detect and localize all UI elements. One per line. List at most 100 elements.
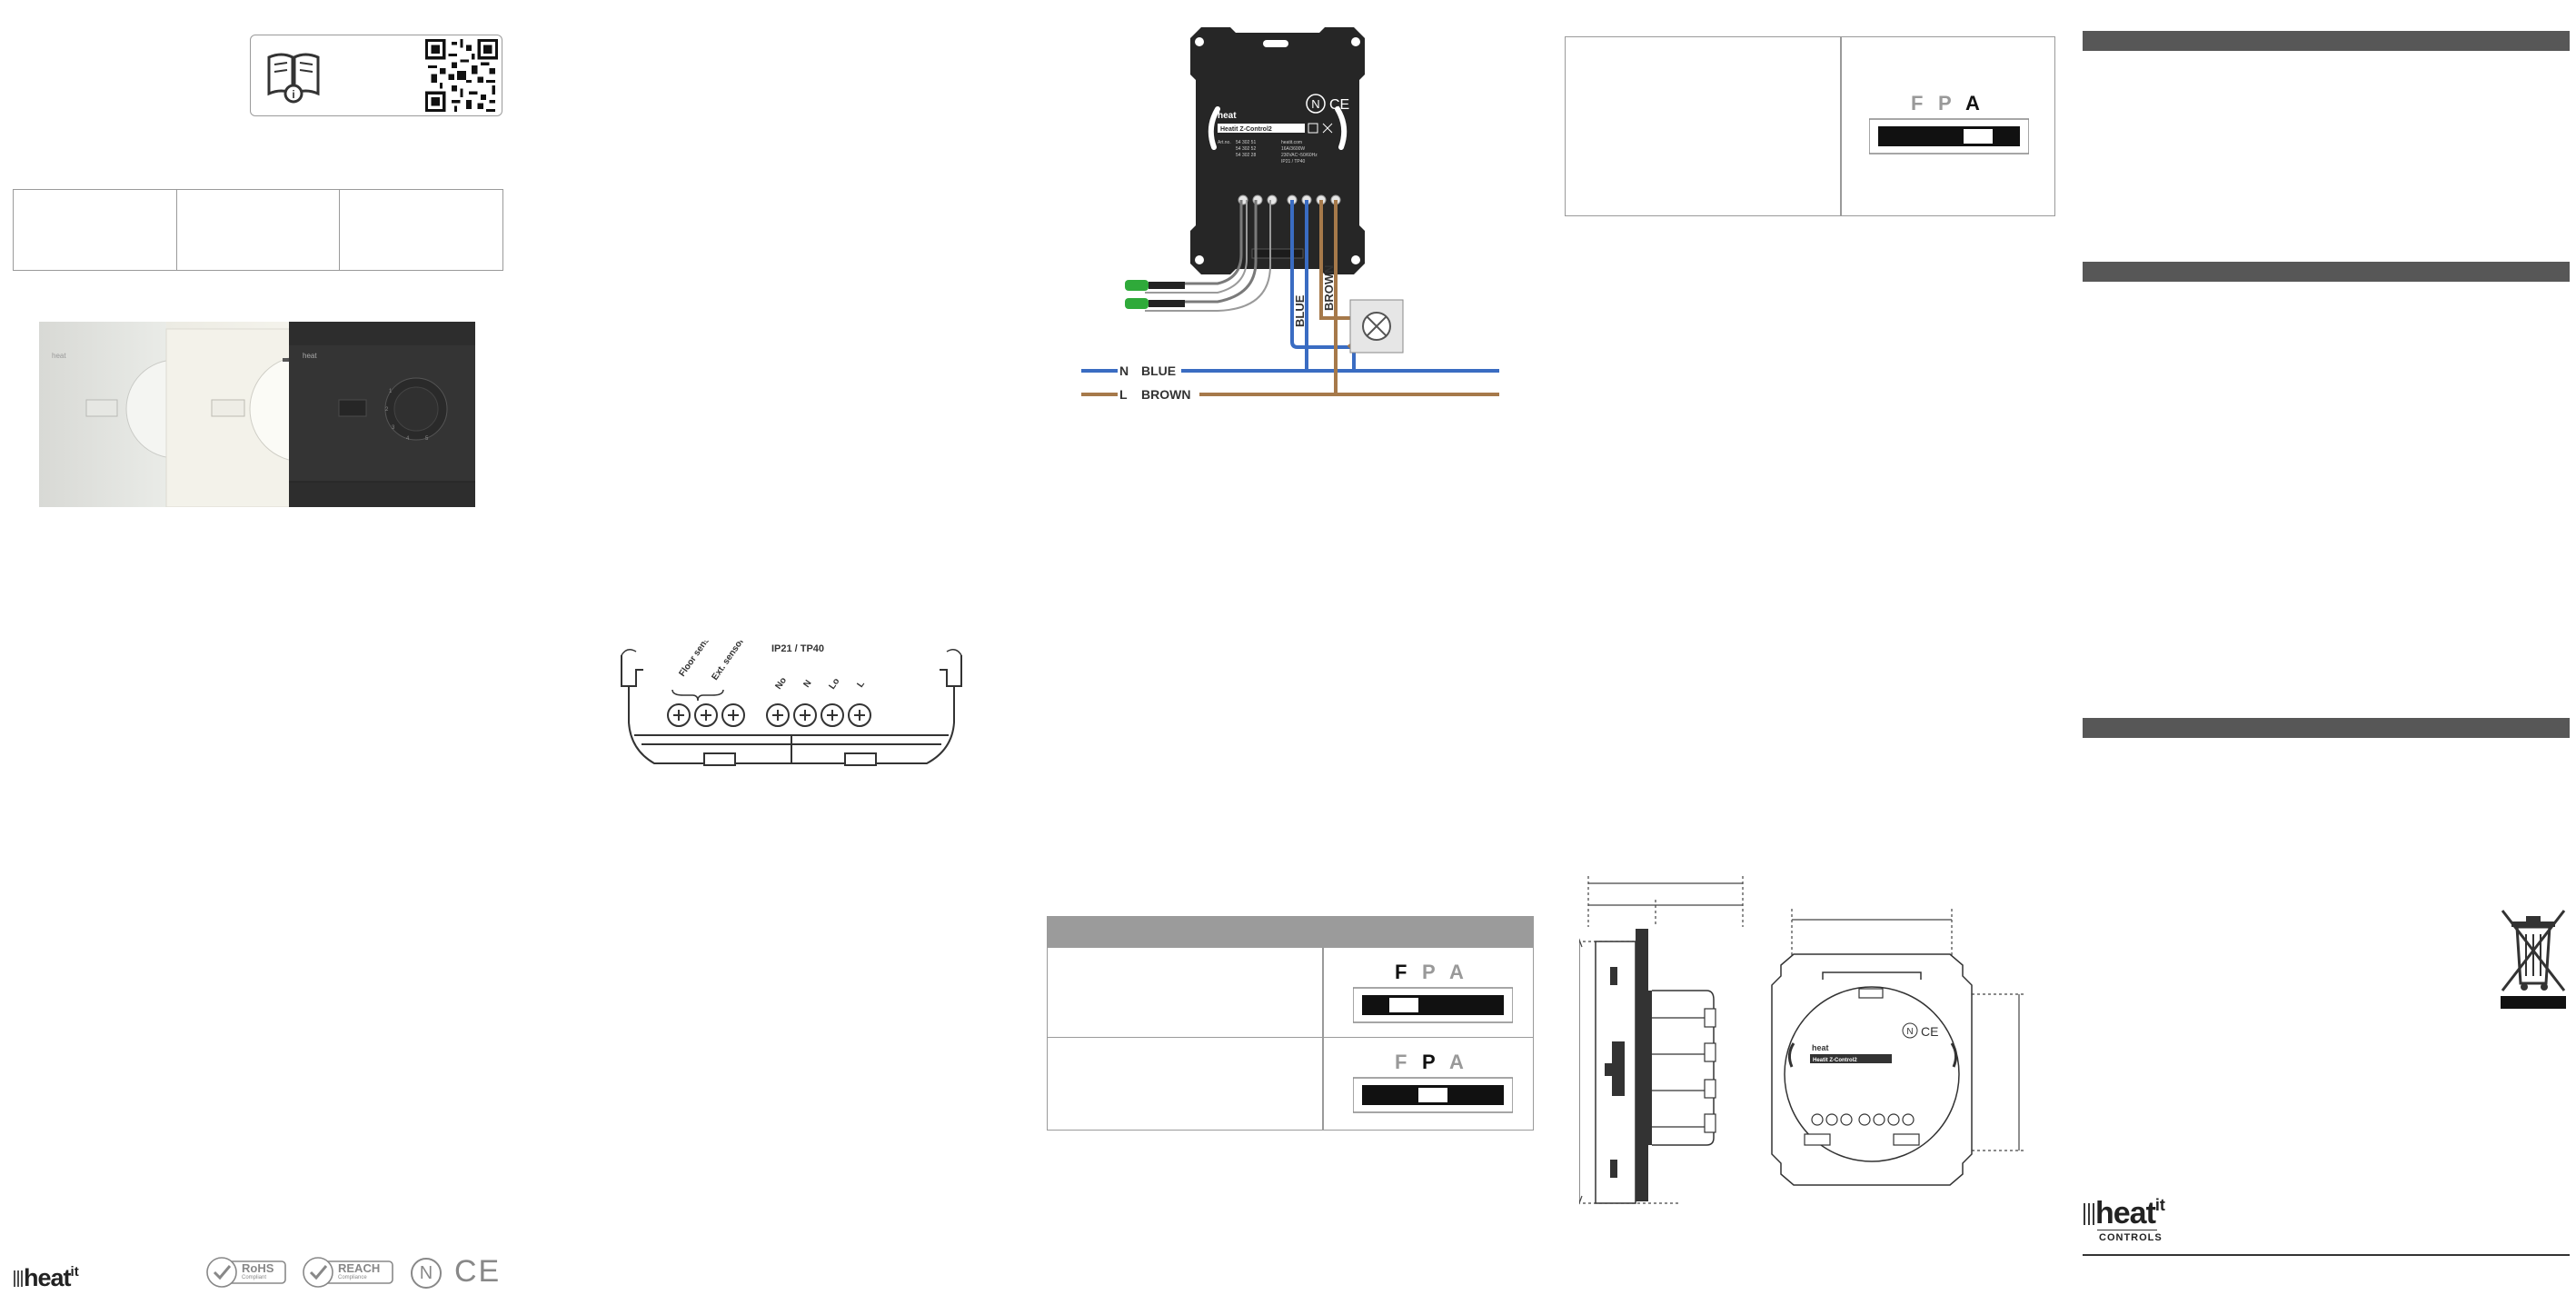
brand-sub: CONTROLS bbox=[2099, 1232, 2163, 1243]
mode-letter-a: A bbox=[1965, 92, 1980, 115]
mode-switch-p: F P A bbox=[1353, 1051, 1513, 1113]
ce-mark: CE bbox=[1329, 97, 1349, 113]
cover-panel: i bbox=[0, 0, 509, 1305]
mode-table-header bbox=[1048, 917, 1533, 948]
brand-suffix: it bbox=[70, 1264, 79, 1280]
mode-letter-p: P bbox=[1422, 1051, 1436, 1073]
terminal-label-n: N bbox=[801, 678, 813, 689]
mode-letter-a: A bbox=[1449, 961, 1464, 983]
terminal-label-ext-sensor: Ext. sensor bbox=[710, 641, 746, 682]
brand-logo: heat it bbox=[13, 1261, 79, 1291]
svg-text:5: 5 bbox=[425, 436, 429, 442]
device-rating2: 230VAC~50/60Hz bbox=[1281, 153, 1318, 158]
terminal-label-lo: Lo bbox=[827, 676, 841, 691]
wire-l-label: BROWN bbox=[1141, 387, 1190, 402]
section-bar-2 bbox=[2083, 262, 2570, 282]
mode-switch-a: F P A bbox=[1869, 92, 2029, 154]
ce-mark: CE bbox=[454, 1254, 502, 1289]
device-brand: heat bbox=[1218, 111, 1237, 121]
reach-sub: Compliance bbox=[338, 1275, 367, 1280]
rohs-badge: RoHS Compliant bbox=[205, 1256, 289, 1289]
device-site: heatit.com bbox=[1281, 140, 1302, 145]
load-lamp-box bbox=[1349, 299, 1404, 354]
weee-bin-icon bbox=[2501, 910, 2566, 1009]
manual-qr-box: i bbox=[250, 35, 502, 116]
svg-text:2: 2 bbox=[385, 407, 389, 413]
mode-letter-f: F bbox=[1395, 1051, 1407, 1073]
info-table bbox=[13, 189, 503, 271]
mode-letter-a: A bbox=[1449, 1051, 1464, 1073]
mode-letter-f: F bbox=[1395, 961, 1407, 983]
mode-switch-knob bbox=[1418, 1088, 1447, 1102]
brand-name: heat bbox=[2095, 1196, 2156, 1230]
dimensions-panel: F P A bbox=[1554, 0, 2063, 1305]
wiring-diagram: heat Heatit Z-Control2 Art.no. 54 302 51… bbox=[1081, 27, 1499, 402]
drawing-model: Heatit Z-Control2 bbox=[1813, 1058, 1857, 1063]
device-ip: IP21 / TP40 bbox=[1281, 159, 1306, 164]
mode-letter-f: F bbox=[1911, 92, 1923, 115]
mode-letter-p: P bbox=[1422, 961, 1436, 983]
product-photo: heat heat 1 2 3 4 5 bbox=[39, 322, 475, 507]
brand-hatch-icon bbox=[14, 1270, 23, 1287]
section-bar-3 bbox=[2083, 718, 2570, 738]
info-cell bbox=[14, 190, 177, 270]
svg-text:1: 1 bbox=[389, 389, 393, 394]
manual-book-icon: i bbox=[267, 53, 320, 104]
wire-n-letter: N bbox=[1119, 364, 1129, 378]
device-art-number: 54 302 28 bbox=[1236, 153, 1256, 158]
device-body bbox=[1190, 27, 1365, 274]
info-cell bbox=[340, 190, 502, 270]
device-model: Heatit Z-Control2 bbox=[1220, 126, 1272, 133]
rohs-sub: Compliant bbox=[242, 1275, 267, 1280]
wire-l-letter: L bbox=[1119, 387, 1128, 402]
svg-text:N: N bbox=[1311, 97, 1319, 111]
footer-rule bbox=[2083, 1254, 2570, 1256]
brand-name: heat bbox=[24, 1264, 72, 1291]
svg-text:heat: heat bbox=[303, 352, 317, 360]
floor-sensor-probe bbox=[1125, 280, 1149, 291]
device-art-label: Art.no. bbox=[1218, 140, 1231, 145]
mode-switch-f: F P A bbox=[1353, 961, 1513, 1023]
svg-text:N: N bbox=[1906, 1027, 1913, 1037]
mode-table-row: F P A bbox=[1048, 948, 1533, 1038]
mode-switch-knob bbox=[1964, 129, 1993, 144]
svg-text:i: i bbox=[292, 88, 294, 101]
back-brand-logo: heat it CONTROLS bbox=[2083, 1196, 2192, 1247]
section-bar-1 bbox=[2083, 31, 2570, 51]
brand-hatch-icon bbox=[2084, 1203, 2094, 1225]
wire-n-label: BLUE bbox=[1141, 364, 1176, 378]
nemko-mark: N bbox=[411, 1258, 442, 1289]
mode-table: F P A F P A bbox=[1047, 916, 1534, 1131]
terminal-label-l: L bbox=[855, 679, 867, 689]
mode-table-row: F P A bbox=[1048, 1038, 1533, 1130]
svg-text:3: 3 bbox=[392, 425, 395, 431]
vertical-brown-label: BROWN bbox=[1322, 264, 1336, 311]
mode-letter-p: P bbox=[1938, 92, 1952, 115]
nemko-mark bbox=[1306, 94, 1326, 114]
mode-a-table: F P A bbox=[1565, 36, 2055, 216]
reach-badge: REACH Compliance bbox=[302, 1256, 396, 1289]
terminal-diagram: IP21 / TP40 Floor sensor Ext. sensor No … bbox=[621, 641, 962, 766]
ext-sensor-probe bbox=[1125, 298, 1149, 309]
device-rating1: 16A/3600W bbox=[1281, 146, 1305, 152]
terminal-label-floor-sensor: Floor sensor bbox=[677, 641, 717, 679]
qr-code bbox=[425, 39, 498, 112]
terminal-label-no: No bbox=[773, 675, 789, 691]
thermostat-brand: heat bbox=[52, 352, 66, 360]
back-panel: heat it CONTROLS bbox=[2072, 0, 2576, 1305]
terminal-panel: IP21 / TP40 Floor sensor Ext. sensor No … bbox=[582, 0, 1009, 1305]
mode-switch-knob bbox=[1389, 998, 1418, 1012]
reach-title: REACH bbox=[338, 1261, 381, 1275]
rohs-title: RoHS bbox=[242, 1261, 274, 1275]
drawing-brand: heat bbox=[1812, 1043, 1829, 1052]
brand-suffix: it bbox=[2154, 1196, 2165, 1214]
device-art-number: 54 302 51 bbox=[1236, 140, 1256, 145]
wiring-panel: heat Heatit Z-Control2 Art.no. 54 302 51… bbox=[1027, 0, 1554, 1305]
svg-text:4: 4 bbox=[406, 436, 410, 442]
info-cell bbox=[177, 190, 341, 270]
svg-text:CE: CE bbox=[1921, 1024, 1938, 1039]
terminal-top-label: IP21 / TP40 bbox=[771, 643, 824, 654]
device-art-number: 54 302 52 bbox=[1236, 146, 1256, 152]
dimension-drawings: heat Heatit Z-Control2 N CE bbox=[1579, 876, 2024, 1205]
vertical-blue-label: BLUE bbox=[1293, 294, 1307, 327]
